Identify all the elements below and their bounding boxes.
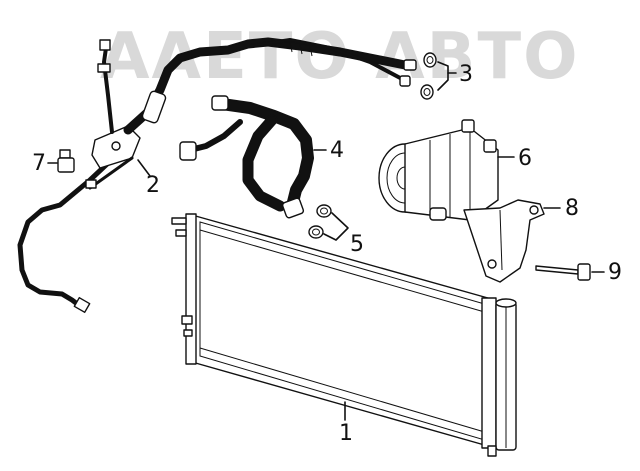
condenser bbox=[171, 213, 517, 457]
liquid-line bbox=[17, 39, 141, 314]
callout-3: 3 bbox=[459, 62, 473, 87]
callout-5: 5 bbox=[350, 232, 364, 257]
o-rings-discharge-hose bbox=[308, 204, 349, 241]
callout-9: 9 bbox=[608, 260, 622, 285]
callout-8: 8 bbox=[565, 196, 579, 221]
service-valve-cap bbox=[47, 149, 75, 173]
callout-7: 7 bbox=[32, 151, 46, 176]
watermark-text: AAETO ABTO bbox=[100, 20, 580, 94]
watermark: AAETO ABTO bbox=[100, 20, 580, 94]
callout-1: 1 bbox=[339, 421, 353, 446]
callout-4: 4 bbox=[330, 138, 344, 163]
leader-2 bbox=[137, 159, 151, 177]
callout-2: 2 bbox=[146, 173, 160, 198]
compressor-bracket bbox=[463, 199, 561, 283]
callout-6: 6 bbox=[518, 146, 532, 171]
bolt bbox=[535, 263, 605, 281]
suction-line bbox=[123, 37, 417, 135]
o-rings-suction-line bbox=[420, 52, 457, 100]
discharge-hose bbox=[179, 95, 327, 219]
compressor bbox=[378, 119, 515, 221]
